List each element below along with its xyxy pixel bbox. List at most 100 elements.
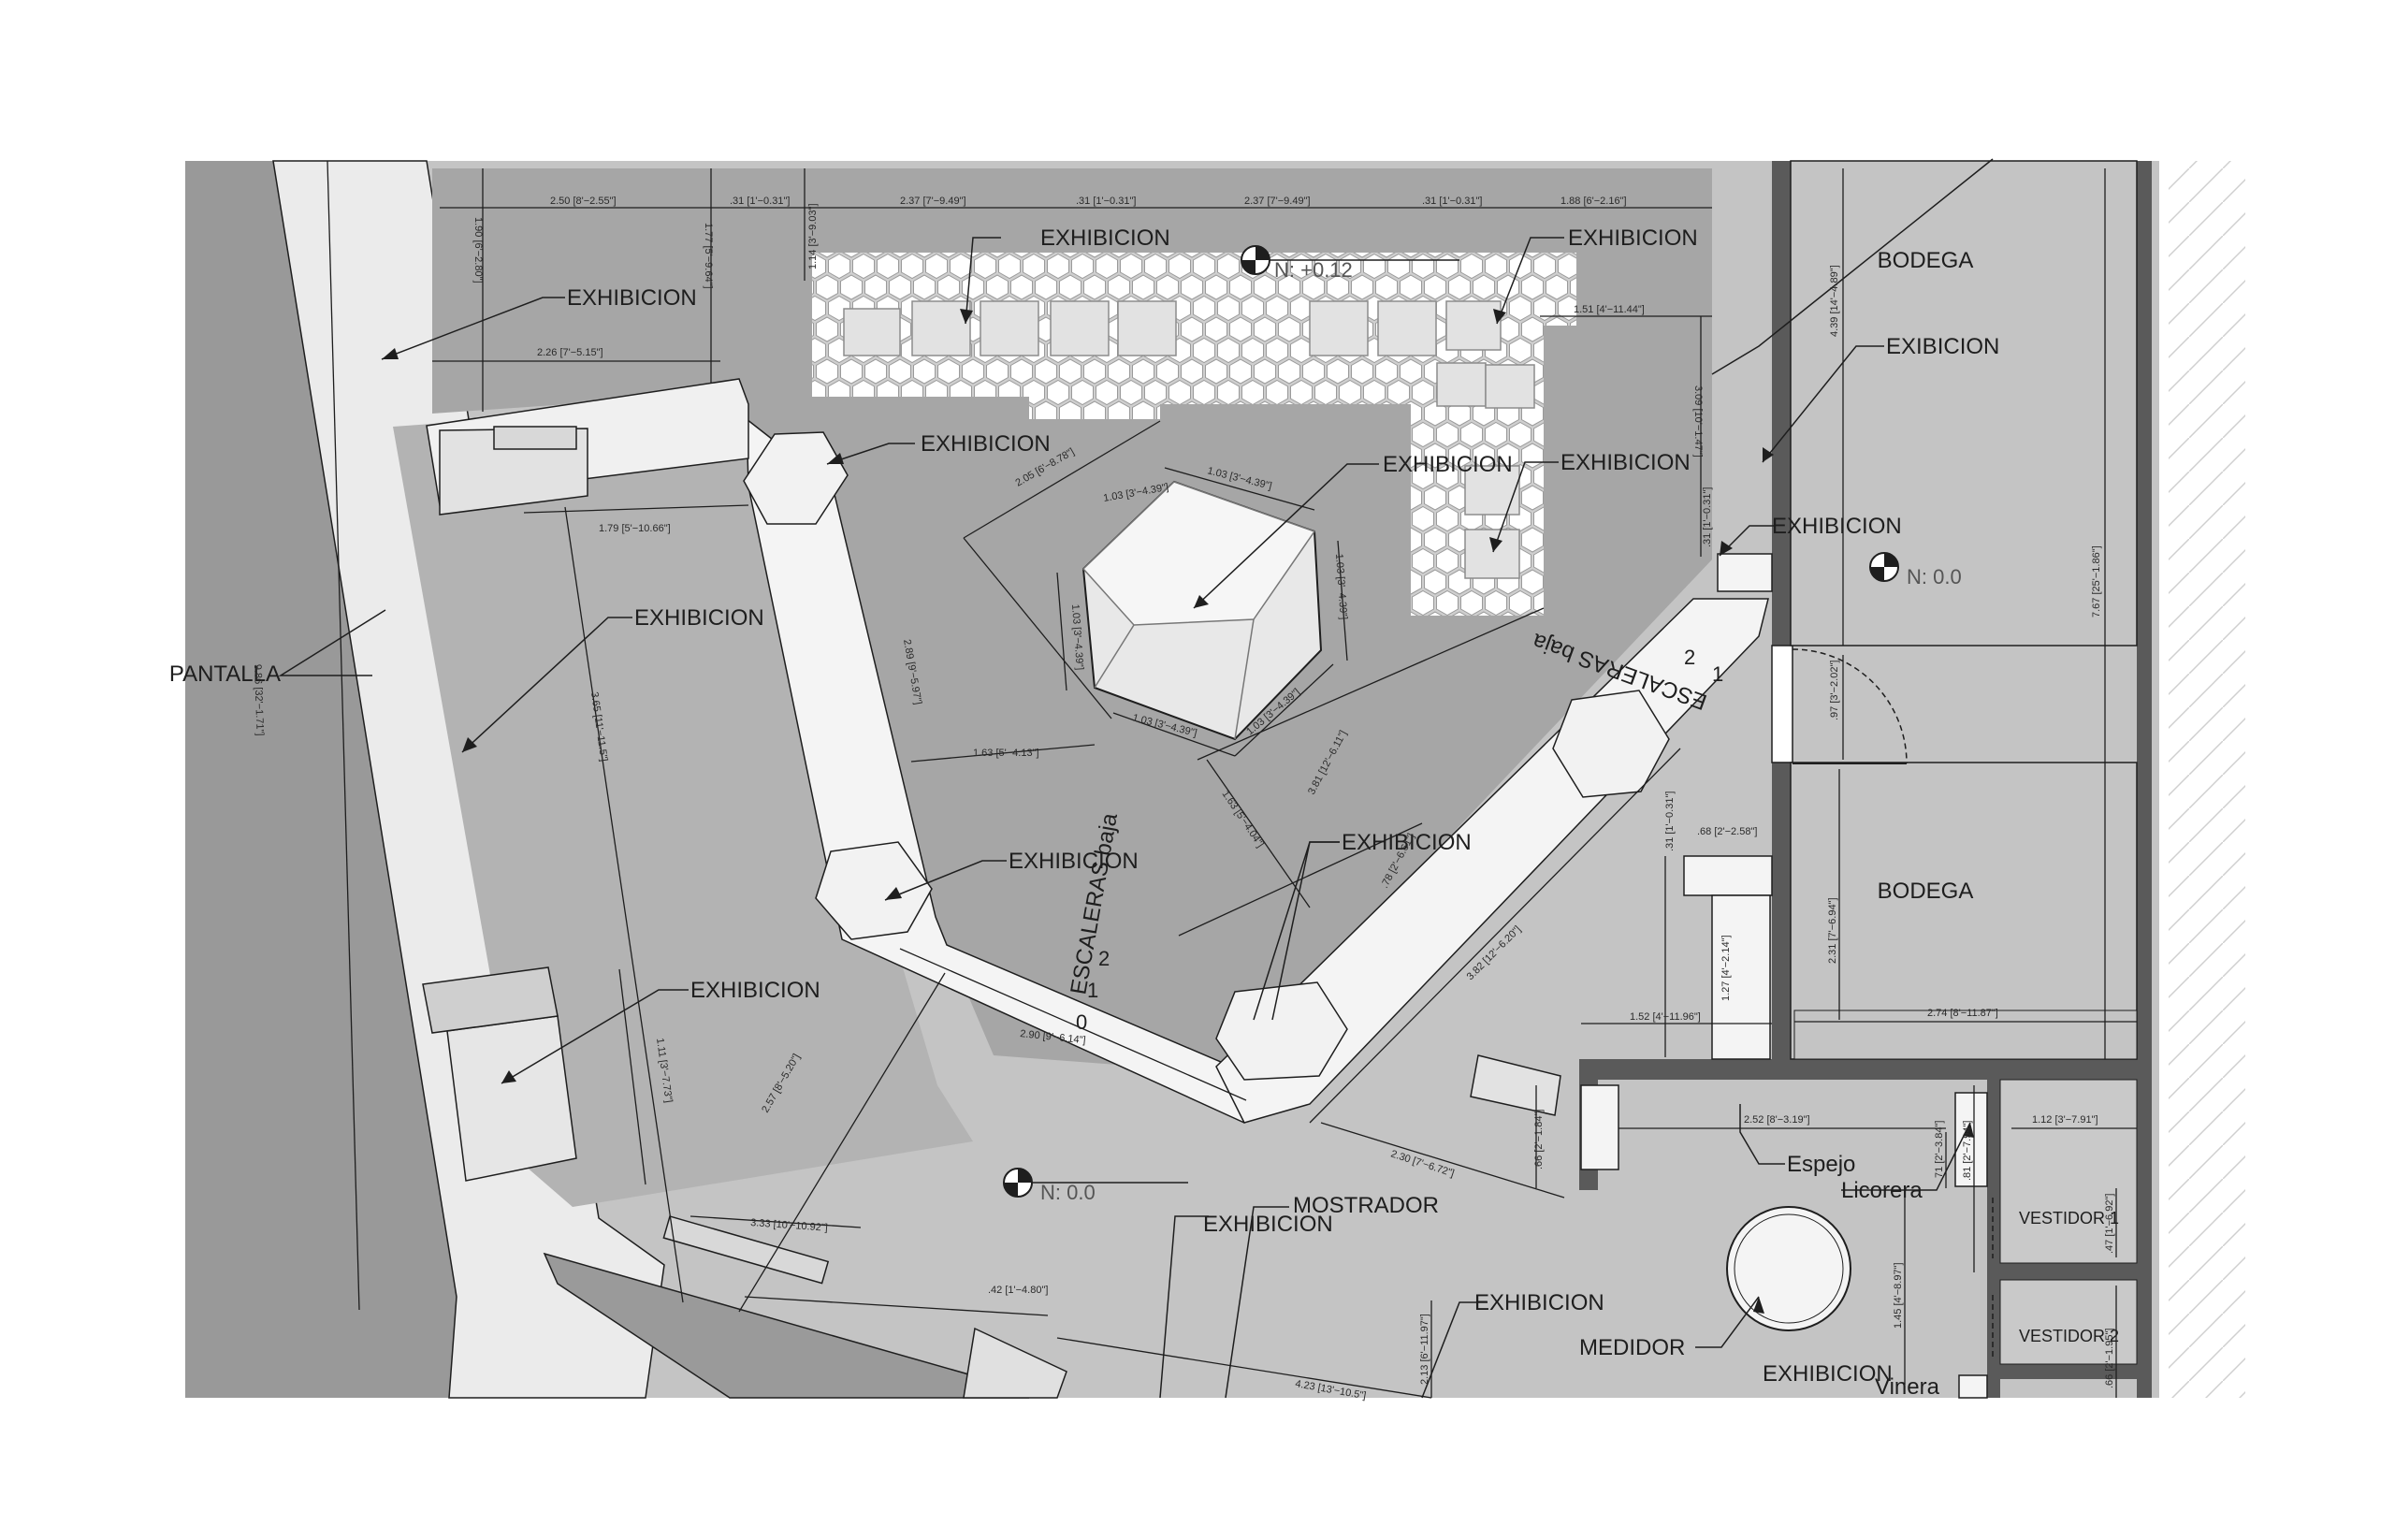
label-licorera: Licorera	[1841, 1178, 1923, 1203]
dimension-text: 1.90 [6'−2.80"]	[472, 217, 484, 283]
vestidor-wall	[1987, 1263, 2152, 1280]
dimension-line	[618, 968, 646, 1185]
dimension-text: 2.37 [7'−9.49"]	[1244, 196, 1311, 207]
level-label: N: 0.0	[1907, 565, 1962, 588]
leader-line	[1841, 1122, 1971, 1191]
leader-line	[1695, 1296, 1760, 1348]
mostrador-counter	[1470, 1054, 1561, 1116]
arrow-head	[1753, 1297, 1764, 1314]
dimension-text: 2.50 [8'−2.55"]	[550, 196, 617, 207]
exterior-right-hatch	[2169, 161, 2245, 1398]
leader-line	[1193, 463, 1379, 609]
vitrine-edge	[1234, 618, 1255, 740]
dimension-text: 1.27 [4'−2.14"]	[1720, 935, 1732, 1001]
dimension-text: 1.77 [5'−9.64"]	[703, 223, 714, 289]
dimension-line	[910, 744, 1096, 763]
lower-counter	[963, 1327, 1067, 1399]
label-exhibicion: EXHIBICION	[690, 978, 820, 1003]
stair-step: 0	[1076, 1010, 1087, 1034]
dimension-text: 1.03 [3'−4.39"]	[1069, 603, 1085, 670]
dimension-text: 7.67 [25'−1.86"]	[2091, 545, 2102, 617]
dimension-line	[327, 160, 360, 1311]
plinth	[1117, 300, 1177, 356]
medidor-circle-inner	[1734, 1213, 1844, 1324]
arrow-head	[382, 348, 399, 359]
dimension-text: 4.39 [14'−4.89"]	[1829, 265, 1840, 337]
dimension-text: .66 [2'−1.84"]	[1533, 1110, 1545, 1170]
plinth	[1309, 300, 1369, 356]
label-medidor: MEDIDOR	[1579, 1335, 1685, 1360]
plinth	[1436, 362, 1487, 407]
plinth	[980, 300, 1039, 356]
lower-left-booth	[446, 1015, 577, 1182]
leader-line	[1159, 1215, 1209, 1399]
dimension-text: 1.63 [5'−4.13"]	[973, 748, 1039, 759]
arrow-head	[1489, 537, 1502, 552]
leader-line	[278, 609, 386, 676]
dimension-text: .81 [2'−7.94"]	[1962, 1121, 1973, 1181]
dimension-text: 2.31 [7'−6.94"]	[1827, 897, 1838, 964]
dimension-line	[963, 537, 1112, 719]
dimension-text: 1.14 [3'−9.03"]	[807, 203, 819, 269]
label-vestidor-2: VESTIDOR 2	[2019, 1327, 2119, 1345]
dimension-text: 1.52 [4'−11.96"]	[1630, 1011, 1701, 1023]
label-espejo: Espejo	[1787, 1152, 1855, 1177]
room-wall	[1987, 1076, 2000, 1398]
dimension-text: 1.03 [3'−4.39"]	[1333, 553, 1349, 619]
plinth	[1377, 300, 1437, 356]
bodega-wall	[2137, 161, 2152, 1398]
plinth	[1464, 529, 1520, 579]
dimension-text: 3.33 [10'−10.92"]	[750, 1217, 828, 1234]
dimension-line	[899, 948, 1247, 1101]
leader-line	[1762, 345, 1884, 463]
arrow-head	[1963, 1123, 1974, 1138]
dimension-text: .47 [1'−6.92"]	[2104, 1194, 2115, 1254]
label-exhibicion: EXHIBICION	[1560, 450, 1691, 475]
dimension-line	[738, 972, 946, 1313]
hexagon-vitrine-inner	[1081, 481, 1316, 626]
dimension-line	[1056, 1337, 1432, 1399]
leader-line	[826, 443, 915, 465]
stair-step: 1	[1712, 662, 1723, 686]
plinth	[1050, 300, 1110, 356]
dimension-text: 1.45 [4'−8.97"]	[1893, 1262, 1904, 1329]
plinth	[1485, 364, 1535, 409]
display-plinths	[843, 300, 1535, 579]
niche	[1711, 894, 1771, 1060]
dimension-text: 2.52 [8'−3.19"]	[1744, 1114, 1810, 1126]
dimension-text: .68 [2'−2.58"]	[1697, 826, 1757, 837]
dimension-text: 3.09 [10'−1.47"]	[1692, 385, 1704, 458]
leader-arrows	[382, 309, 1974, 1314]
dimension-line	[689, 1215, 862, 1228]
dimension-text: .31 [1'−0.31"]	[1076, 196, 1136, 207]
plinth	[843, 308, 901, 356]
leader-line	[1225, 1206, 1289, 1399]
leader-line	[461, 617, 632, 753]
lower-booth-counter	[662, 1215, 830, 1285]
dimension-line	[744, 1296, 1049, 1316]
vestidor-wall	[1987, 1364, 2152, 1379]
label-exhibicion: EXHIBICION	[1040, 225, 1170, 251]
vestidor-2-room	[1999, 1279, 2138, 1365]
level-marker-icon-fill	[1004, 1169, 1032, 1197]
label-exhibicion: EXHIBICION	[1568, 225, 1698, 251]
arrow-head	[960, 309, 973, 324]
leader-line	[1719, 525, 1774, 557]
dimension-line	[1112, 712, 1236, 757]
leader-line	[381, 297, 565, 360]
pedestal-hex	[1552, 690, 1670, 798]
label-pantalla: PANTALLA	[169, 661, 281, 687]
door-swing	[1792, 648, 1908, 764]
level-marker-main	[1003, 1168, 1188, 1198]
leader-line	[884, 860, 1007, 901]
dimension-text: 2.74 [8'−11.87"]	[1927, 1008, 1998, 1019]
bodega-wall	[1771, 645, 1793, 763]
bodega-recess	[1793, 1010, 2138, 1060]
arrow-head	[885, 887, 902, 900]
leader-line	[1271, 841, 1340, 1021]
label-bodega: BODEGA	[1878, 248, 1974, 273]
arrow-head	[827, 453, 844, 464]
leader-line	[1496, 237, 1564, 325]
arrow-head	[462, 737, 477, 752]
niche	[1683, 855, 1773, 896]
